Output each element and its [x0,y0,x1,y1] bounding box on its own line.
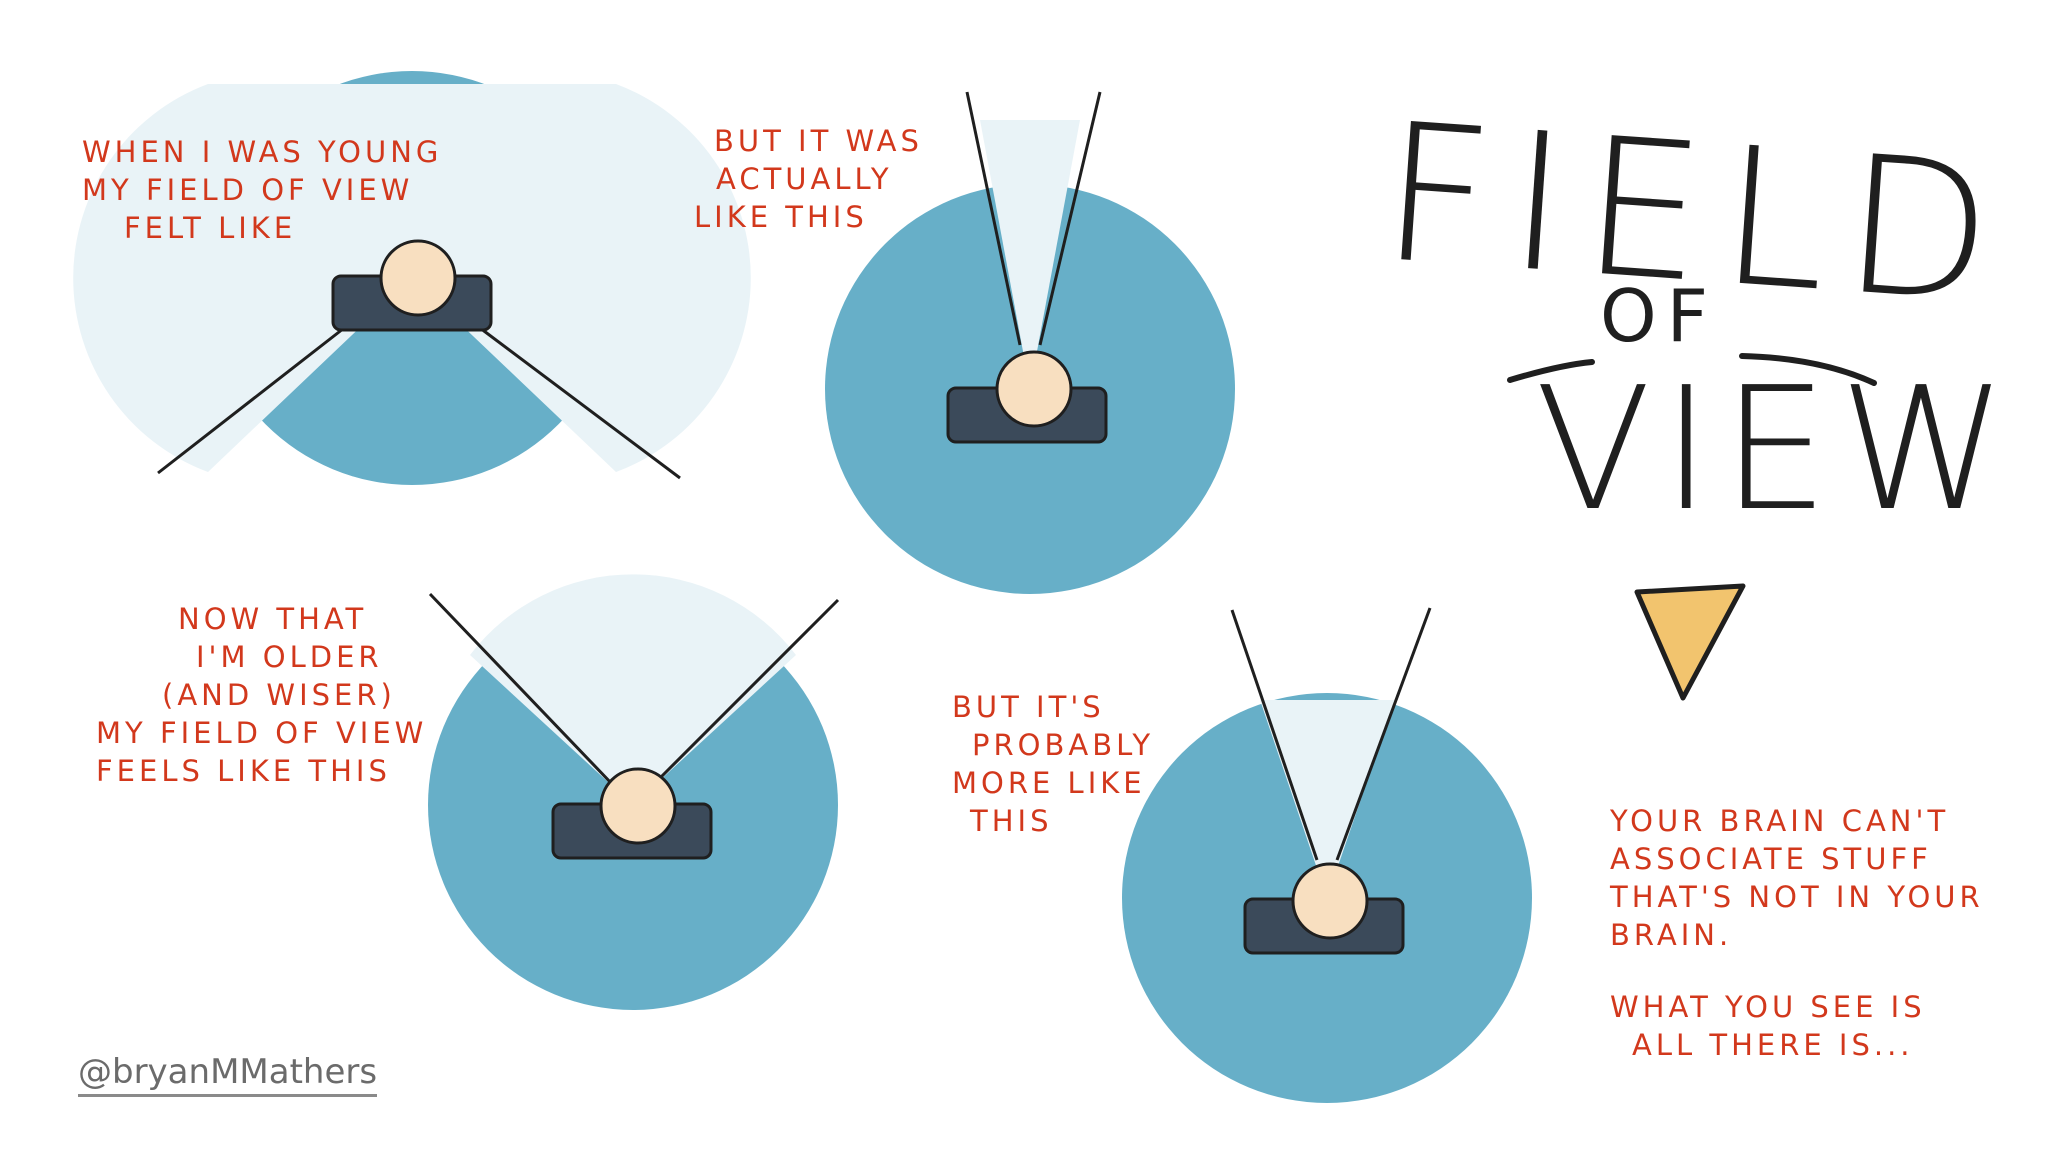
caption-line: MY FIELD OF VIEW [82,173,414,207]
caption-line: NOW THAT [178,602,368,636]
title-swoosh-right [1739,353,1877,386]
caption-line: BUT IT WAS [714,124,923,158]
panel-probably-illustration [1122,607,1532,1103]
title-view: VIEW [1535,351,2017,549]
view-line-left [428,592,615,787]
person-top-view-icon [1243,862,1405,955]
caption-line: MORE LIKE [952,766,1146,800]
caption-probably: BUT IT'S PROBABLY MORE LIKE THIS [952,688,1154,840]
caption-brain: YOUR BRAIN CAN'T ASSOCIATE STUFF THAT'S … [1610,802,1984,954]
panel-older-illustration [428,574,840,1010]
caption-line: ALL THERE IS... [1632,1028,1914,1062]
panel-actually-illustration [825,91,1235,594]
caption-line: LIKE THIS [694,200,868,234]
caption-line: YOUR BRAIN CAN'T [1610,804,1950,838]
view-line-left [965,91,1022,346]
caption-young: WHEN I WAS YOUNG MY FIELD OF VIEW FELT L… [82,133,442,247]
view-region [980,120,1080,389]
caption-line: WHEN I WAS YOUNG [82,135,443,169]
view-region [1260,700,1395,898]
caption-line: FELT LIKE [124,211,297,245]
caption-line: FEELS LIKE THIS [96,754,391,788]
view-line-right [1335,607,1432,861]
caption-line: WHAT YOU SEE IS [1610,990,1926,1024]
person-top-view-icon [946,350,1108,444]
caption-older: NOW THAT I'M OLDER (AND WISER) MY FIELD … [96,600,427,790]
caption-line: PROBABLY [972,728,1155,762]
panel-young-illustration [73,71,751,485]
caption-line: ACTUALLY [716,162,893,196]
author-credit: @bryanMMathers [78,1052,378,1097]
caption-line: BUT IT'S [952,690,1105,724]
caption-line: (AND WISER) [162,678,396,712]
triangle-wedge-icon [1634,583,1746,701]
title-of: OF [1600,274,1719,358]
person-top-view-icon [551,767,713,860]
caption-line: I'M OLDER [196,640,383,674]
view-line-right [1038,91,1102,346]
caption-see: WHAT YOU SEE IS ALL THERE IS... [1610,988,1926,1064]
caption-line: BRAIN. [1610,918,1733,952]
caption-line: THIS [970,804,1053,838]
title-swoosh-left [1507,359,1595,383]
view-line-right [651,598,840,787]
caption-actually: BUT IT WAS ACTUALLY LIKE THIS [694,122,923,236]
person-top-view-icon [331,239,493,332]
caption-line: THAT'S NOT IN YOUR [1610,880,1984,914]
view-line-left [157,323,349,475]
view-line-left [1230,609,1319,861]
caption-line: ASSOCIATE STUFF [1610,842,1932,876]
caption-line: MY FIELD OF VIEW [96,716,428,750]
view-line-right [475,323,681,480]
view-region [470,574,796,805]
